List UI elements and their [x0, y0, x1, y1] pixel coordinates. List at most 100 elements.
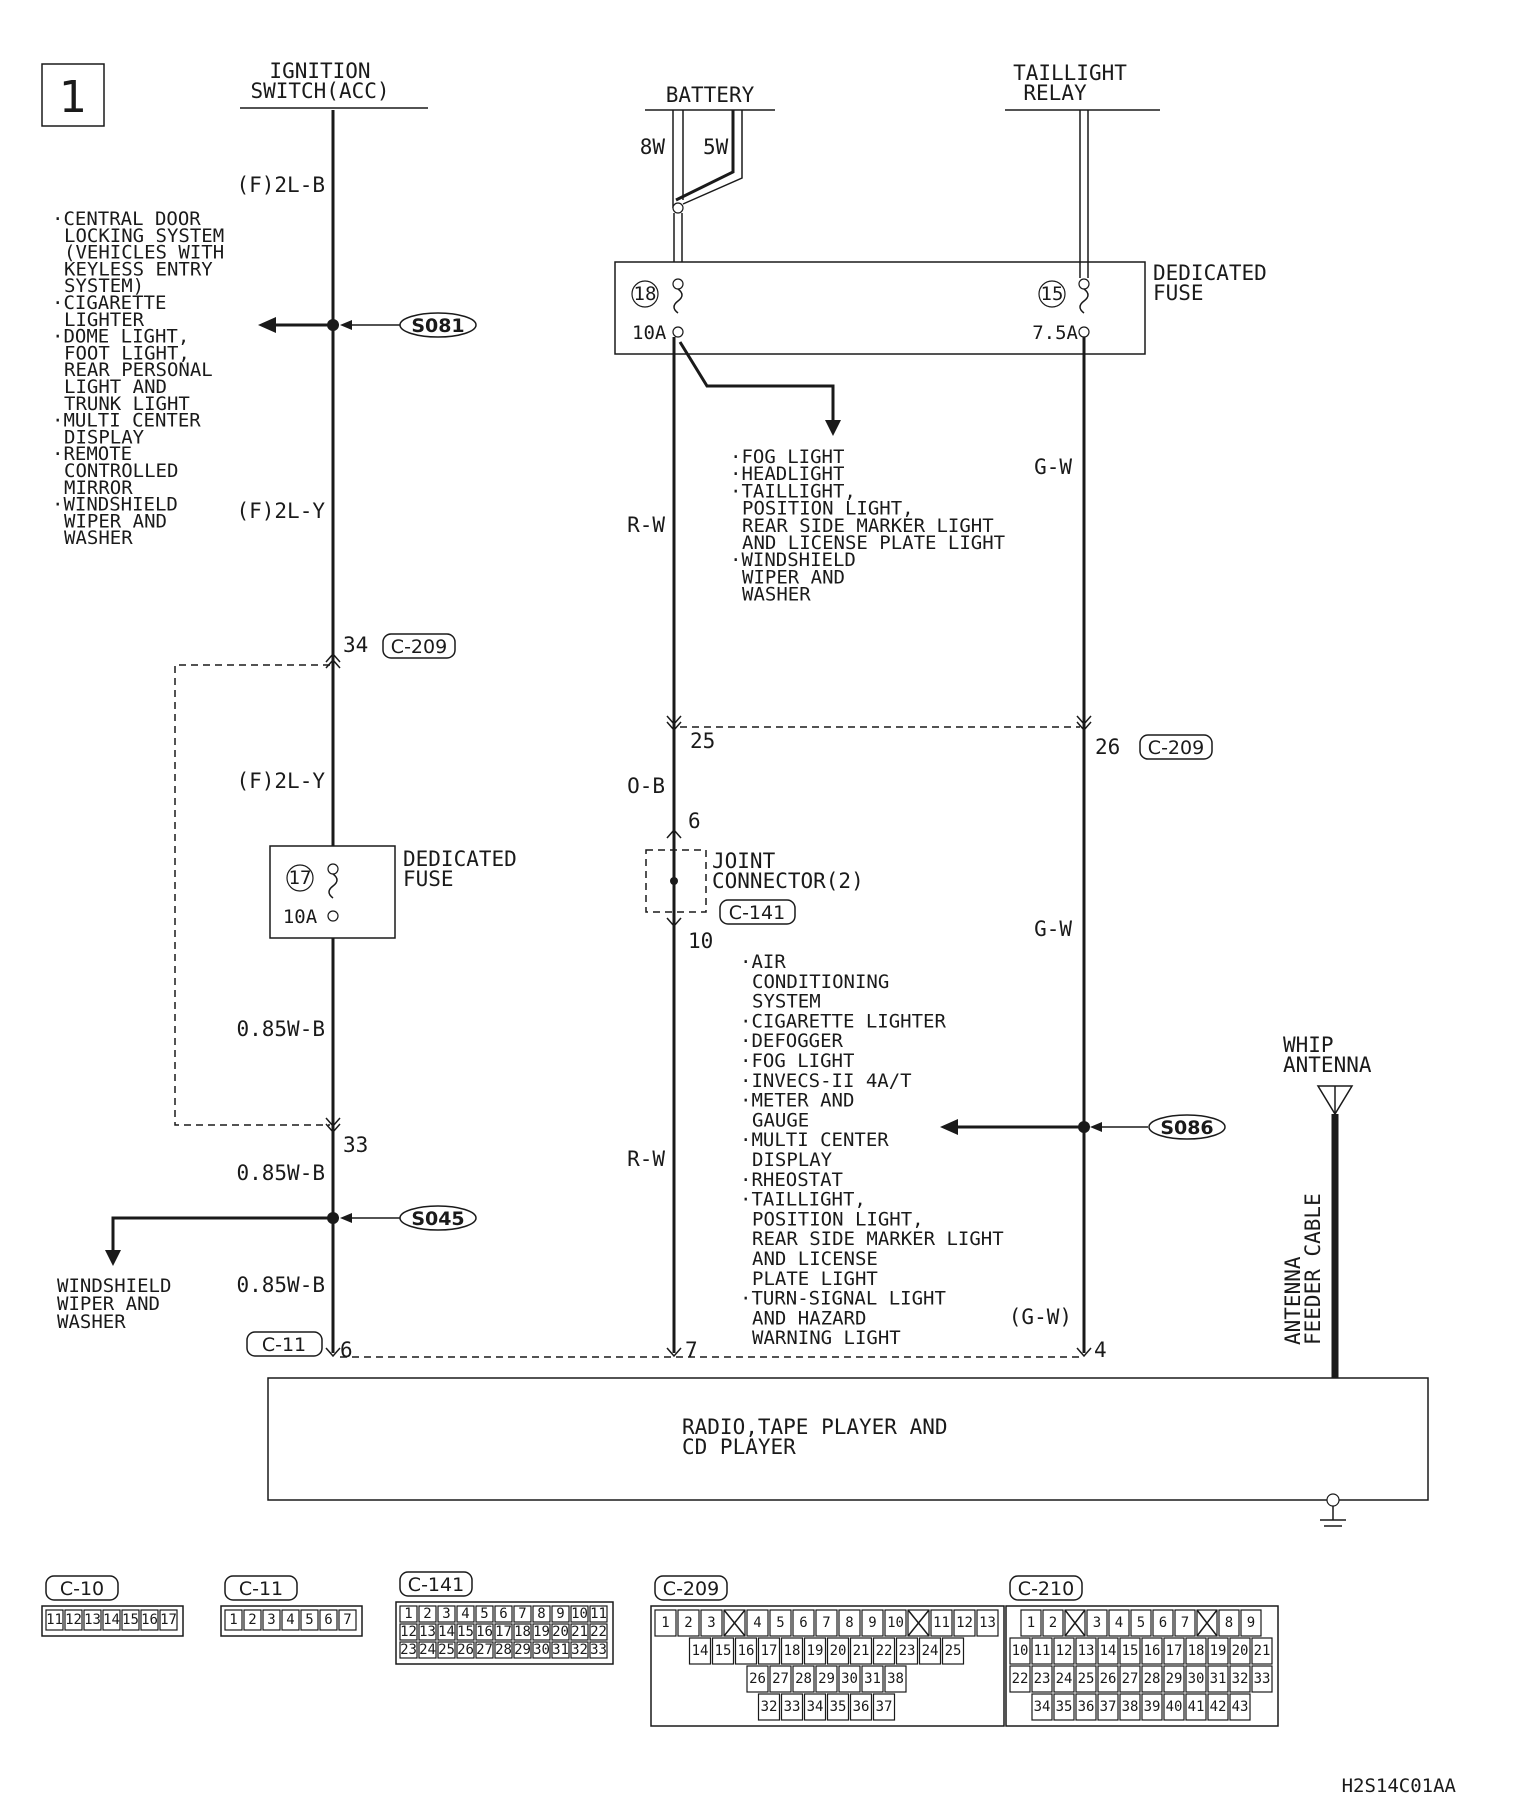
connector-pin: 36: [1078, 1699, 1095, 1715]
connector-pin: 35: [830, 1699, 847, 1715]
connector-pin: 20: [1232, 1643, 1249, 1659]
splice-s086-label: S086: [1160, 1117, 1213, 1139]
connector-pin: 26: [1100, 1671, 1117, 1687]
connector-pin: 27: [1122, 1671, 1139, 1687]
svg-text:IGNITION: IGNITION: [269, 59, 370, 83]
connector-pin: 34: [807, 1699, 824, 1715]
load-item: ·TAILLIGHT,: [730, 480, 856, 502]
connector-pin: 12: [956, 1615, 973, 1631]
connector-pin: 2: [684, 1615, 692, 1631]
connector-pin: 28: [795, 1671, 812, 1687]
load-item: AND LICENSE PLATE LIGHT: [742, 532, 1005, 554]
load-item: WASHER: [64, 527, 133, 549]
load-item: ·AIR: [740, 951, 786, 973]
load-item: WIPER AND: [64, 510, 167, 532]
ground-icon: [1326, 1493, 1340, 1507]
connector-pin: 8: [845, 1615, 853, 1631]
fuse-17-number: 17: [289, 867, 312, 889]
radio-unit-box: [267, 1377, 1429, 1501]
wire-label-ign-lower: (F)2L-Y: [236, 769, 325, 793]
s086-branch-arrow: [940, 1119, 958, 1135]
connector-pin: 8: [1225, 1615, 1233, 1631]
radio-unit: RADIO,TAPE PLAYER AND CD PLAYER: [267, 1377, 1429, 1527]
pin-25-label: 25: [690, 729, 715, 753]
connector-pin: 15: [1122, 1643, 1139, 1659]
wire-label-tail-upper: G-W: [1034, 455, 1072, 479]
battery-circuit: 8W 5W DEDICATED FUSE 18 10A R-W 25 O-B 6…: [614, 110, 1267, 1362]
connector-pin: 6: [1159, 1615, 1167, 1631]
connector-face-name: C-141: [408, 1574, 464, 1596]
connector-pin: 4: [286, 1612, 294, 1628]
wire-label-8w: 8W: [640, 135, 666, 159]
load-item: TRUNK LIGHT: [64, 393, 190, 415]
connector-pin: 25: [1078, 1671, 1095, 1687]
splice-s081-label: S081: [411, 315, 464, 337]
load-item: POSITION LIGHT,: [742, 498, 914, 520]
connector-pin: 34: [1034, 1699, 1051, 1715]
connector-pin: 1: [404, 1606, 412, 1622]
load-item: WIPER AND: [742, 566, 845, 588]
connector-pin: 30: [533, 1642, 550, 1658]
connector-pin: 30: [841, 1671, 858, 1687]
load-item: GAUGE: [752, 1109, 809, 1131]
antenna-cable-label-1: ANTENNA: [1281, 1256, 1305, 1345]
load-item: ·TURN-SIGNAL LIGHT: [740, 1288, 946, 1310]
connector-pin: 14: [103, 1612, 120, 1628]
connector-pin: 2: [1049, 1615, 1057, 1631]
connector-pin: 7: [343, 1612, 351, 1628]
load-item: ·FOG LIGHT: [730, 446, 844, 468]
connector-pin: 16: [476, 1624, 493, 1640]
connector-pin: 19: [1210, 1643, 1227, 1659]
load-item: CONTROLLED: [64, 460, 178, 482]
joint-pin-6-label: 6: [688, 809, 701, 833]
connector-pin: 25: [945, 1643, 962, 1659]
connector-face-name: C-10: [60, 1578, 104, 1600]
connector-pin: 38: [887, 1671, 904, 1687]
connector-pin: 10: [1012, 1643, 1029, 1659]
c209-dashed-outline-left: [174, 664, 330, 1126]
svg-text:WIPER AND: WIPER AND: [57, 1293, 160, 1315]
connector-pin: 2: [423, 1606, 431, 1622]
figure-code: H2S14C01AA: [1342, 1775, 1457, 1797]
connector-pin: 39: [1144, 1699, 1161, 1715]
connector-pin: 29: [1166, 1671, 1183, 1687]
connector-pin: 17: [160, 1612, 177, 1628]
connector-pin: 9: [556, 1606, 564, 1622]
whip-antenna: WHIP ANTENNA ANTENNA FEEDER CABLE: [1281, 1033, 1372, 1378]
wire-label-after-33: 0.85W-B: [236, 1161, 325, 1185]
connector-pin: 3: [707, 1615, 715, 1631]
fuse-18-circle: [631, 280, 659, 308]
connector-pin: 18: [784, 1643, 801, 1659]
pin-26-label: 26: [1095, 735, 1120, 759]
svg-text:RELAY: RELAY: [1023, 81, 1087, 105]
wire-label-batt-upper: R-W: [627, 513, 665, 537]
wire-label-fuse-out: 0.85W-B: [236, 1017, 325, 1041]
load-item: ·DEFOGGER: [740, 1030, 844, 1052]
load-item: WARNING LIGHT: [752, 1327, 901, 1349]
load-item: LOCKING SYSTEM: [64, 225, 224, 247]
connector-pin: 31: [552, 1642, 569, 1658]
s081-branch-arrow: [258, 317, 276, 333]
radio-pin-7-label: 7: [685, 1338, 698, 1362]
fuse-15-number: 15: [1041, 283, 1064, 305]
svg-text:TAILLIGHT: TAILLIGHT: [1013, 61, 1127, 85]
ignition-circuit: 17 10A DEDICATED FUSE (F)2L-B (F)2L-Y (F…: [105, 110, 517, 1362]
load-item: REAR SIDE MARKER LIGHT: [742, 515, 994, 537]
dedicated-fuse-top-label-2: FUSE: [1153, 281, 1204, 305]
load-item: AND LICENSE: [752, 1248, 878, 1270]
load-item: ·INVECS-II 4A/T: [740, 1070, 912, 1092]
load-item: ·CIGARETTE: [52, 292, 166, 314]
connector-pin: 22: [876, 1643, 893, 1659]
joint-connector-label-1: JOINT: [712, 849, 776, 873]
connector-pin: 23: [899, 1643, 916, 1659]
splice-s086-badge: [1148, 1114, 1226, 1140]
connector-pin: 3: [267, 1612, 275, 1628]
connector-pin: 14: [438, 1624, 455, 1640]
connector-pin: 33: [1254, 1671, 1271, 1687]
splice-s081-badge: [399, 312, 477, 338]
wire-label-batt-mid: O-B: [627, 774, 665, 798]
